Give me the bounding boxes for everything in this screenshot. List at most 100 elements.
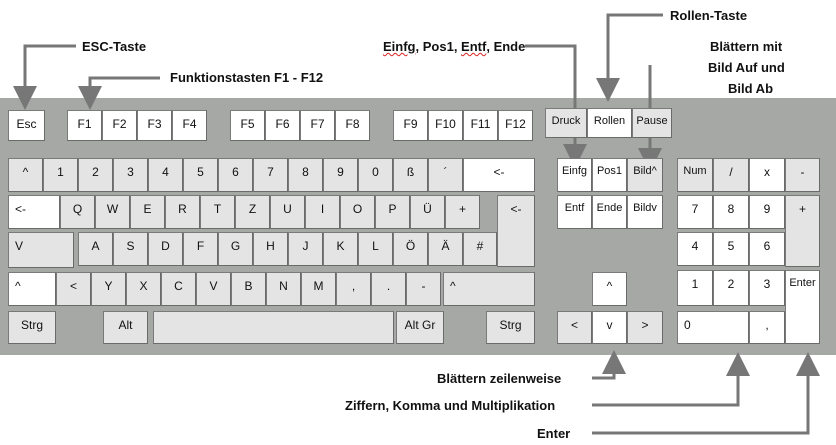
key-6[interactable]: 6 — [218, 158, 253, 192]
key-f1[interactable]: F1 — [67, 110, 102, 141]
key-u[interactable]: U — [270, 195, 305, 229]
key-num-3[interactable]: 3 — [749, 270, 785, 306]
key-num[interactable]: Num — [677, 158, 713, 192]
key-m[interactable]: M — [301, 272, 336, 306]
key-minus[interactable]: - — [406, 272, 441, 306]
key-num-9[interactable]: 9 — [749, 195, 785, 229]
key-f9[interactable]: F9 — [393, 110, 428, 141]
key-num-5[interactable]: 5 — [713, 232, 749, 266]
key-arrow-left[interactable]: < — [557, 311, 592, 344]
key-8[interactable]: 8 — [288, 158, 323, 192]
key-hash[interactable]: # — [463, 232, 497, 266]
key-bild-down[interactable]: Bildv — [627, 195, 663, 229]
key-arrow-up[interactable]: ^ — [592, 272, 627, 306]
key-n[interactable]: N — [266, 272, 301, 306]
key-g[interactable]: G — [218, 232, 253, 266]
key-lt[interactable]: < — [56, 272, 91, 306]
key-num-7[interactable]: 7 — [677, 195, 713, 229]
key-shift-right[interactable]: ^ — [443, 272, 535, 306]
key-strg-left[interactable]: Strg — [8, 311, 56, 344]
key-f7[interactable]: F7 — [300, 110, 335, 141]
key-bild-up[interactable]: Bild^ — [627, 158, 663, 192]
key-4[interactable]: 4 — [148, 158, 183, 192]
key-arrow-down[interactable]: v — [592, 311, 627, 344]
key-5[interactable]: 5 — [183, 158, 218, 192]
key-druck[interactable]: Druck — [545, 108, 587, 138]
key-num-2[interactable]: 2 — [713, 270, 749, 306]
key-sz[interactable]: ß — [393, 158, 428, 192]
key-7[interactable]: 7 — [253, 158, 288, 192]
key-einfg[interactable]: Einfg — [557, 158, 592, 192]
key-num-minus[interactable]: - — [785, 158, 820, 192]
key-f12[interactable]: F12 — [498, 110, 533, 141]
key-shift-left[interactable]: ^ — [8, 272, 56, 306]
key-num-plus[interactable]: + — [785, 195, 820, 267]
key-oe[interactable]: Ö — [393, 232, 428, 266]
key-num-div[interactable]: / — [713, 158, 749, 192]
key-d[interactable]: D — [148, 232, 183, 266]
key-c[interactable]: C — [161, 272, 196, 306]
key-ende[interactable]: Ende — [592, 195, 627, 229]
key-plus[interactable]: + — [445, 195, 480, 229]
key-a[interactable]: A — [78, 232, 113, 266]
key-h[interactable]: H — [253, 232, 288, 266]
key-ae[interactable]: Ä — [428, 232, 463, 266]
key-f3[interactable]: F3 — [137, 110, 172, 141]
key-f10[interactable]: F10 — [428, 110, 463, 141]
key-f4[interactable]: F4 — [172, 110, 207, 141]
key-k[interactable]: K — [323, 232, 358, 266]
key-l[interactable]: L — [358, 232, 393, 266]
key-1[interactable]: 1 — [43, 158, 78, 192]
key-b[interactable]: B — [231, 272, 266, 306]
key-pos1[interactable]: Pos1 — [592, 158, 627, 192]
key-num-4[interactable]: 4 — [677, 232, 713, 266]
key-pause[interactable]: Pause — [632, 108, 672, 138]
key-comma[interactable]: , — [336, 272, 371, 306]
key-tab[interactable]: <- — [8, 195, 60, 229]
key-y[interactable]: Y — [91, 272, 126, 306]
key-3[interactable]: 3 — [113, 158, 148, 192]
key-s[interactable]: S — [113, 232, 148, 266]
key-e[interactable]: E — [130, 195, 165, 229]
key-ue[interactable]: Ü — [410, 195, 445, 229]
key-v[interactable]: V — [196, 272, 231, 306]
key-r[interactable]: R — [165, 195, 200, 229]
key-f6[interactable]: F6 — [265, 110, 300, 141]
key-alt[interactable]: Alt — [103, 311, 148, 344]
key-num-mul[interactable]: x — [749, 158, 785, 192]
key-dot[interactable]: . — [371, 272, 406, 306]
key-arrow-right[interactable]: > — [627, 311, 663, 344]
key-rollen[interactable]: Rollen — [587, 108, 632, 138]
key-w[interactable]: W — [95, 195, 130, 229]
key-num-8[interactable]: 8 — [713, 195, 749, 229]
key-space[interactable] — [153, 311, 394, 344]
key-num-enter[interactable]: Enter — [785, 270, 820, 344]
key-num-6[interactable]: 6 — [749, 232, 785, 266]
key-f2[interactable]: F2 — [102, 110, 137, 141]
key-0[interactable]: 0 — [358, 158, 393, 192]
key-backspace[interactable]: <- — [463, 158, 535, 192]
key-altgr[interactable]: Alt Gr — [396, 311, 444, 344]
key-caret[interactable]: ^ — [8, 158, 43, 192]
key-f5[interactable]: F5 — [230, 110, 265, 141]
key-f[interactable]: F — [183, 232, 218, 266]
key-acute[interactable]: ´ — [428, 158, 463, 192]
key-num-comma[interactable]: , — [749, 311, 785, 344]
key-z[interactable]: Z — [235, 195, 270, 229]
key-j[interactable]: J — [288, 232, 323, 266]
key-caps[interactable]: V — [8, 232, 74, 268]
key-x[interactable]: X — [126, 272, 161, 306]
key-enter[interactable]: <- — [497, 195, 535, 267]
key-t[interactable]: T — [200, 195, 235, 229]
key-o[interactable]: O — [340, 195, 375, 229]
key-i[interactable]: I — [305, 195, 340, 229]
key-f8[interactable]: F8 — [335, 110, 370, 141]
key-f11[interactable]: F11 — [463, 110, 498, 141]
key-p[interactable]: P — [375, 195, 410, 229]
key-9[interactable]: 9 — [323, 158, 358, 192]
key-num-0[interactable]: 0 — [677, 311, 749, 344]
key-strg-right[interactable]: Strg — [486, 311, 535, 344]
key-num-1[interactable]: 1 — [677, 270, 713, 306]
key-q[interactable]: Q — [60, 195, 95, 229]
key-esc[interactable]: Esc — [8, 110, 45, 141]
